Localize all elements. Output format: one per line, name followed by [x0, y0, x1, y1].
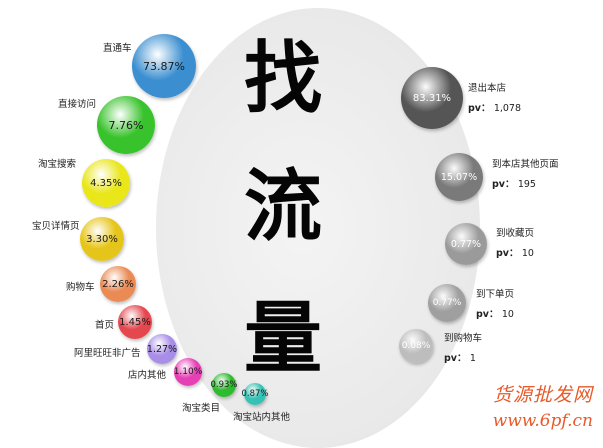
source-label: 首页 [95, 320, 115, 331]
bubble-percentage: 1.10% [173, 367, 203, 377]
exit-label: 退出本店 pv： 1,078 [468, 80, 521, 114]
exit-name: 到收藏页 [496, 228, 535, 239]
bubble-percentage: 73.87% [143, 59, 185, 73]
pv-label: pv： [476, 309, 502, 320]
pv-label: pv： [496, 248, 522, 259]
pv-label: pv： [444, 353, 470, 364]
bubble-percentage: 7.76% [108, 118, 144, 132]
exit-pv: pv： 10 [496, 245, 534, 259]
bubble-percentage: 15.07% [440, 171, 478, 183]
pv-value: 1,078 [493, 103, 522, 114]
headline-char-1: 找 [244, 34, 323, 124]
source-label: 淘宝搜索 [38, 159, 77, 170]
exit-label: 到购物车 pv： 1 [444, 330, 482, 364]
exit-bubble: 0.77% [445, 223, 487, 265]
source-label: 淘宝站内其他 [233, 412, 291, 423]
source-label: 阿里旺旺非广告 [74, 348, 141, 359]
source-bubble: 0.93% [210, 373, 238, 397]
bubble-percentage: 2.26% [102, 278, 134, 290]
source-bubble: 2.26% [100, 266, 136, 302]
exit-name: 到下单页 [476, 289, 515, 300]
source-bubble: 1.45% [118, 305, 152, 339]
watermark-url: www.6pf.cn [492, 411, 593, 431]
headline-char-3: 量 [244, 294, 323, 384]
pv-value: 195 [517, 179, 536, 190]
source-bubble: 7.76% [97, 96, 155, 154]
bubble-percentage: 83.31% [412, 92, 452, 104]
bubble-percentage: 0.77% [450, 238, 482, 250]
exit-name: 到购物车 [444, 333, 483, 344]
exit-name: 到本店其他页面 [492, 159, 559, 170]
pv-value: 1 [469, 353, 476, 364]
watermark-text: 货源批发网 [492, 384, 593, 406]
exit-pv: pv： 195 [492, 176, 559, 190]
exit-pv: pv： 10 [476, 306, 514, 320]
source-bubble: 3.30% [80, 217, 124, 261]
source-bubble: 73.87% [132, 34, 196, 98]
bubble-percentage: 0.93% [210, 380, 238, 390]
exit-bubble: 83.31% [401, 67, 463, 129]
bubble-percentage: 4.35% [90, 177, 122, 189]
exit-pv: pv： 1 [444, 350, 482, 364]
pv-value: 10 [501, 309, 514, 320]
pv-label: pv： [492, 179, 518, 190]
pv-value: 10 [521, 248, 534, 259]
headline-char-2: 流 [244, 162, 323, 252]
source-bubble: 1.27% [147, 334, 177, 364]
exit-label: 到下单页 pv： 10 [476, 286, 514, 320]
bubble-percentage: 3.30% [86, 233, 118, 245]
source-bubble: 1.10% [174, 358, 202, 386]
exit-bubble: 15.07% [435, 153, 483, 201]
pv-label: pv： [468, 103, 494, 114]
exit-bubble: 0.77% [428, 284, 466, 322]
source-bubble: 4.35% [82, 159, 130, 207]
source-label: 淘宝类目 [182, 403, 221, 414]
exit-label: 到收藏页 pv： 10 [496, 225, 534, 259]
source-label: 购物车 [66, 282, 95, 293]
source-label: 直接访问 [58, 99, 97, 110]
bubble-percentage: 0.87% [241, 389, 269, 399]
bubble-percentage: 0.08% [401, 341, 431, 351]
exit-bubble: 0.08% [399, 329, 433, 363]
bubble-percentage: 1.27% [146, 343, 178, 355]
source-label: 直通车 [103, 43, 132, 54]
source-label: 店内其他 [128, 370, 167, 381]
exit-name: 退出本店 [468, 83, 507, 94]
source-label: 宝贝详情页 [32, 221, 80, 232]
bubble-percentage: 0.77% [432, 298, 462, 308]
source-bubble: 0.87% [241, 383, 269, 405]
bubble-percentage: 1.45% [119, 316, 151, 328]
exit-pv: pv： 1,078 [468, 100, 521, 114]
exit-label: 到本店其他页面 pv： 195 [492, 156, 559, 190]
